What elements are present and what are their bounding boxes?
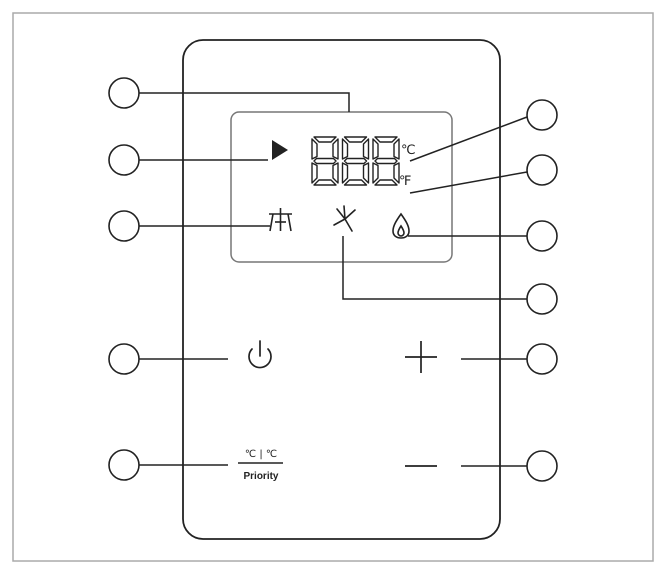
callout-circle-flame [526, 220, 558, 252]
callout-circle-play [108, 144, 140, 176]
callout-circle-plus [526, 343, 558, 375]
fahrenheit-unit: ℉ [399, 174, 411, 189]
play-icon [272, 140, 288, 160]
digit-3-segment-2 [374, 157, 398, 165]
digit-3-segment-4 [372, 138, 379, 160]
leader-lines [139, 92, 528, 467]
shower-icon [269, 208, 292, 232]
leader-display [139, 92, 350, 112]
leader-fan [342, 236, 527, 300]
digit-1-segment-5 [311, 162, 318, 184]
callout-circle-priority [108, 449, 140, 481]
callout-circle-fan [526, 283, 558, 315]
digit-2-segment-1 [343, 136, 368, 143]
priority-button[interactable]: ℃ | ℃ Priority [238, 449, 283, 482]
priority-label: Priority [243, 471, 278, 482]
celsius-unit: ℃ [401, 143, 416, 158]
callout-circle-celsius [526, 99, 558, 131]
digit-1-segment-6 [332, 138, 339, 160]
callout-circle-fahrenheit [526, 154, 558, 186]
digit-3-segment-5 [372, 162, 379, 184]
callout-circles [108, 77, 558, 482]
digit-1-segment-7 [332, 162, 339, 184]
digit-3-segment-1 [374, 136, 398, 143]
digit-2-segment-4 [341, 138, 349, 160]
priority-temp-label: ℃ | ℃ [245, 449, 277, 460]
device-body [182, 39, 501, 540]
digit-readout: 888 [0, 0, 2, 1]
digit-2-segment-3 [343, 179, 368, 186]
digit-1-segment-4 [311, 138, 318, 160]
callout-circle-minus [526, 450, 558, 482]
digit-1-segment-3 [313, 179, 337, 186]
callout-circle-display [108, 77, 140, 109]
digit-3-segment-7 [393, 162, 400, 184]
digit-2-segment-7 [362, 162, 370, 184]
segment-digits [311, 136, 400, 186]
digit-2-segment-5 [341, 162, 349, 184]
digit-2-segment-2 [343, 157, 368, 165]
leader-fahrenheit [409, 171, 528, 194]
outer-frame [12, 12, 654, 562]
callout-circle-power [108, 343, 140, 375]
lcd-screen [230, 111, 453, 263]
digit-2-segment-6 [362, 138, 370, 160]
plus-icon[interactable] [405, 341, 437, 373]
flame-icon [392, 212, 410, 239]
leader-celsius [409, 116, 528, 162]
digit-1-segment-2 [313, 157, 337, 165]
digit-3-segment-3 [374, 179, 398, 186]
digit-1-segment-1 [313, 136, 337, 143]
power-icon[interactable] [248, 340, 272, 369]
digit-3-segment-6 [393, 138, 400, 160]
callout-circle-shower [108, 210, 140, 242]
fan-icon [333, 205, 356, 232]
